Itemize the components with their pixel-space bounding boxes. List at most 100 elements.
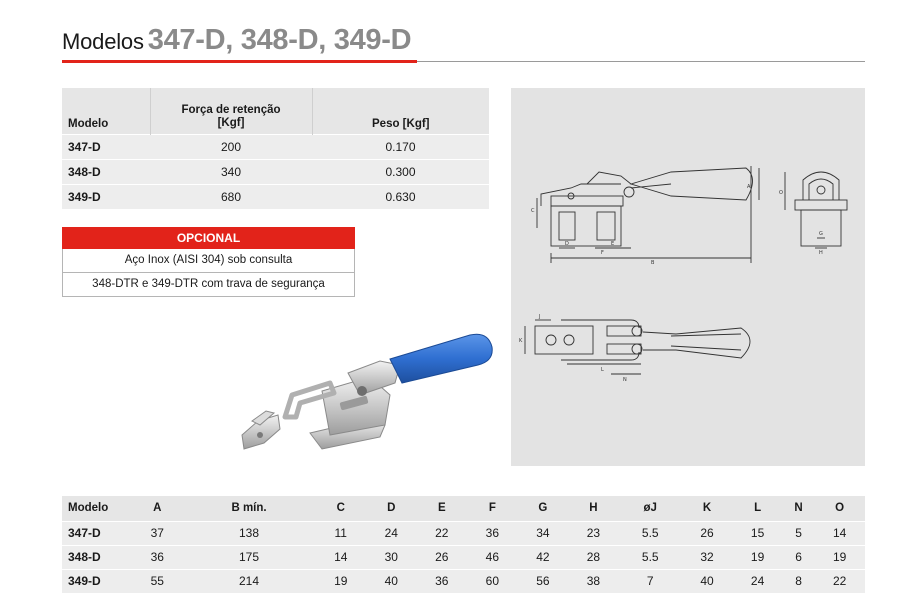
dim-cell: 349-D bbox=[62, 568, 132, 593]
dim-cell: 138 bbox=[182, 520, 316, 545]
dim-cell: 348-D bbox=[62, 544, 132, 569]
title-prefix: Modelos bbox=[62, 29, 144, 54]
title-underline-red bbox=[62, 60, 417, 63]
drawing-label-a: A bbox=[747, 184, 751, 190]
dim-header-h: H bbox=[568, 496, 619, 521]
dim-cell: 5.5 bbox=[618, 520, 682, 545]
dim-cell: 23 bbox=[568, 520, 619, 545]
table-row: 349-D 55 214 19 40 36 60 56 38 7 40 24 8… bbox=[62, 568, 865, 593]
drawing-label-l: L bbox=[601, 367, 604, 373]
dim-cell: 36 bbox=[132, 544, 183, 569]
optional-item: 348-DTR e 349-DTR com trava de segurança bbox=[62, 273, 355, 297]
dim-cell: 26 bbox=[416, 544, 468, 569]
spec-header-force-line2: [Kgf] bbox=[217, 116, 245, 129]
spec-header-model: Modelo bbox=[62, 88, 150, 134]
dim-header-b: B mín. bbox=[182, 496, 316, 521]
drawing-label-h: H bbox=[819, 250, 823, 256]
dim-header-o: O bbox=[814, 496, 865, 521]
dim-cell: 214 bbox=[182, 568, 316, 593]
dim-cell: 5.5 bbox=[618, 544, 682, 569]
dim-header-j: øJ bbox=[618, 496, 682, 521]
dim-cell: 19 bbox=[732, 544, 783, 569]
dim-header-model: Modelo bbox=[62, 496, 132, 521]
dim-cell: 38 bbox=[568, 568, 619, 593]
spec-cell-force: 340 bbox=[150, 158, 312, 184]
spec-table-header: Modelo Força de retenção [Kgf] Peso [Kgf… bbox=[62, 88, 489, 134]
spec-header-force: Força de retenção [Kgf] bbox=[149, 88, 313, 134]
title-underline-gray bbox=[417, 61, 865, 62]
spec-cell-force: 200 bbox=[150, 133, 312, 159]
dim-cell: 24 bbox=[732, 568, 783, 593]
drawing-label-g: G bbox=[819, 231, 823, 237]
optional-header: OPCIONAL bbox=[62, 227, 355, 249]
dim-cell: 19 bbox=[814, 544, 865, 569]
optional-box: OPCIONAL Aço Inox (AISI 304) sob consult… bbox=[62, 227, 355, 297]
dim-cell: 8 bbox=[782, 568, 815, 593]
dim-cell: 7 bbox=[618, 568, 682, 593]
drawing-label-b: B bbox=[651, 260, 655, 266]
dim-cell: 36 bbox=[467, 520, 518, 545]
dim-cell: 36 bbox=[416, 568, 468, 593]
dim-cell: 34 bbox=[517, 520, 569, 545]
dim-cell: 55 bbox=[132, 568, 183, 593]
dim-header-n: N bbox=[782, 496, 815, 521]
dim-cell: 42 bbox=[517, 544, 569, 569]
spec-cell-model: 347-D bbox=[62, 133, 150, 159]
dim-cell: 26 bbox=[681, 520, 733, 545]
dim-table-header: Modelo A B mín. C D E F G H øJ K L N O bbox=[62, 496, 865, 521]
drawing-label-o: O bbox=[779, 190, 783, 196]
spec-table: Modelo Força de retenção [Kgf] Peso [Kgf… bbox=[62, 88, 489, 209]
spec-cell-weight: 0.630 bbox=[312, 183, 489, 209]
dim-cell: 14 bbox=[315, 544, 367, 569]
dim-cell: 32 bbox=[681, 544, 733, 569]
drawing-label-d: D bbox=[565, 241, 569, 247]
dim-cell: 347-D bbox=[62, 520, 132, 545]
drawing-label-e: E bbox=[611, 241, 614, 247]
dim-header-e: E bbox=[416, 496, 468, 521]
dim-cell: 24 bbox=[366, 520, 417, 545]
table-row: 347-D 200 0.170 bbox=[62, 133, 489, 159]
spec-cell-weight: 0.300 bbox=[312, 158, 489, 184]
dim-cell: 5 bbox=[782, 520, 815, 545]
spec-cell-model: 348-D bbox=[62, 158, 150, 184]
dim-cell: 22 bbox=[416, 520, 468, 545]
dim-header-a: A bbox=[132, 496, 183, 521]
dim-header-f: F bbox=[467, 496, 518, 521]
title-models: 347-D, 348-D, 349-D bbox=[147, 24, 412, 56]
dimensions-table: Modelo A B mín. C D E F G H øJ K L N O 3… bbox=[62, 496, 865, 593]
drawing-label-k: K bbox=[519, 338, 523, 344]
dim-cell: 15 bbox=[732, 520, 783, 545]
table-row: 349-D 680 0.630 bbox=[62, 183, 489, 209]
spec-cell-weight: 0.170 bbox=[312, 133, 489, 159]
dim-header-c: C bbox=[315, 496, 367, 521]
drawing-label-j: J bbox=[538, 314, 540, 320]
dim-cell: 37 bbox=[132, 520, 183, 545]
dim-header-l: L bbox=[732, 496, 783, 521]
drawing-label-n: N bbox=[623, 377, 627, 383]
dim-cell: 30 bbox=[366, 544, 417, 569]
catch-plate bbox=[241, 410, 281, 450]
dim-cell: 28 bbox=[568, 544, 619, 569]
dim-cell: 6 bbox=[782, 544, 815, 569]
dim-header-d: D bbox=[366, 496, 417, 521]
optional-item: Aço Inox (AISI 304) sob consulta bbox=[62, 249, 355, 273]
dim-cell: 60 bbox=[467, 568, 518, 593]
drawing-label-f: F bbox=[601, 250, 604, 256]
technical-drawing: A B C D E F G H J K L N O bbox=[511, 88, 865, 466]
drawing-label-c: C bbox=[531, 208, 535, 214]
dim-cell: 56 bbox=[517, 568, 569, 593]
spec-cell-model: 349-D bbox=[62, 183, 150, 209]
product-photo bbox=[241, 333, 493, 450]
spec-header-force-line1: Força de retenção bbox=[181, 103, 281, 116]
drawing-svg: A B C D E F G H J K L N O bbox=[519, 166, 848, 383]
dim-cell: 46 bbox=[467, 544, 518, 569]
spec-header-weight: Peso [Kgf] bbox=[312, 88, 489, 134]
table-row: 348-D 340 0.300 bbox=[62, 158, 489, 184]
dim-cell: 11 bbox=[315, 520, 367, 545]
table-row: 348-D 36 175 14 30 26 46 42 28 5.5 32 19… bbox=[62, 544, 865, 569]
dim-cell: 175 bbox=[182, 544, 316, 569]
dim-header-g: G bbox=[517, 496, 569, 521]
dim-cell: 22 bbox=[814, 568, 865, 593]
table-row: 347-D 37 138 11 24 22 36 34 23 5.5 26 15… bbox=[62, 520, 865, 545]
